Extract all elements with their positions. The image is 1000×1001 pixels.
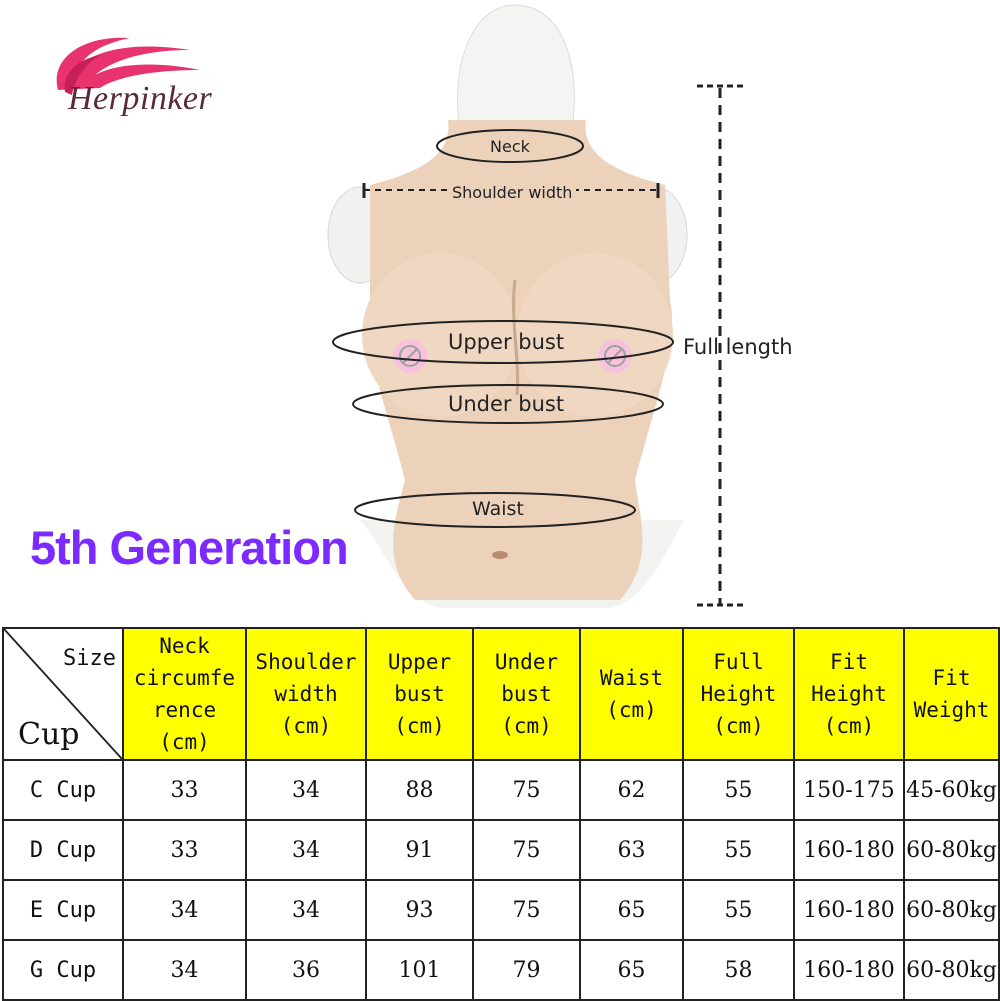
row-cup: G Cup xyxy=(2,939,124,1001)
table-cell: 160-180 xyxy=(793,939,905,1001)
size-label: Size xyxy=(63,646,116,671)
table-cell: 60-80kg xyxy=(903,939,1000,1001)
under-bust-label: Under bust xyxy=(448,392,565,416)
table-header-row: Size Cup Neck circumfe rence (cm) Should… xyxy=(2,627,1000,761)
table-row: G Cup 34 36 101 79 65 58 160-180 60-80kg xyxy=(2,939,1000,1001)
shoulder-width-label: Shoulder width xyxy=(448,183,577,202)
header-fit-weight: Fit Weight xyxy=(903,627,1000,761)
table-cell: 34 xyxy=(245,819,367,881)
table-cell: 55 xyxy=(682,759,795,821)
table-cell: 88 xyxy=(365,759,474,821)
table-cell: 91 xyxy=(365,819,474,881)
table-cell: 62 xyxy=(579,759,684,821)
table-cell: 101 xyxy=(365,939,474,1001)
table-cell: 150-175 xyxy=(793,759,905,821)
table-cell: 55 xyxy=(682,819,795,881)
table-cell: 65 xyxy=(579,939,684,1001)
row-cup: D Cup xyxy=(2,819,124,881)
cup-label: Cup xyxy=(18,717,80,752)
table-cell: 60-80kg xyxy=(903,879,1000,941)
table-cell: 34 xyxy=(122,879,247,941)
size-chart-table: Size Cup Neck circumfe rence (cm) Should… xyxy=(2,627,1000,1001)
table-cell: 75 xyxy=(472,759,581,821)
table-cell: 33 xyxy=(122,819,247,881)
brand-logo: Herpinker xyxy=(20,20,220,120)
header-under-bust: Under bust (cm) xyxy=(472,627,581,761)
table-cell: 63 xyxy=(579,819,684,881)
row-cup: E Cup xyxy=(2,879,124,941)
table-cell: 58 xyxy=(682,939,795,1001)
waist-label: Waist xyxy=(472,498,524,520)
product-torso-image xyxy=(327,4,688,608)
header-shoulder: Shoulder width (cm) xyxy=(245,627,367,761)
brand-name: Herpinker xyxy=(68,80,213,117)
diagonal-divider xyxy=(4,629,122,759)
table-cell: 34 xyxy=(245,879,367,941)
table-cell: 33 xyxy=(122,759,247,821)
table-cell: 65 xyxy=(579,879,684,941)
table-cell: 55 xyxy=(682,879,795,941)
table-cell: 34 xyxy=(245,759,367,821)
neck-label: Neck xyxy=(490,137,530,156)
full-length-label: Full length xyxy=(683,335,793,359)
header-fit-height: Fit Height (cm) xyxy=(793,627,905,761)
generation-badge: 5th Generation xyxy=(30,521,349,574)
table-cell: 93 xyxy=(365,879,474,941)
table-cell: 45-60kg xyxy=(903,759,1000,821)
table-cell: 160-180 xyxy=(793,819,905,881)
header-waist: Waist (cm) xyxy=(579,627,684,761)
table-cell: 79 xyxy=(472,939,581,1001)
table-cell: 75 xyxy=(472,819,581,881)
row-cup: C Cup xyxy=(2,759,124,821)
corner-header: Size Cup xyxy=(2,627,124,761)
table-row: E Cup 34 34 93 75 65 55 160-180 60-80kg xyxy=(2,879,1000,941)
hair-swoosh-icon xyxy=(56,37,200,95)
table-row: D Cup 33 34 91 75 63 55 160-180 60-80kg xyxy=(2,819,1000,881)
table-row: C Cup 33 34 88 75 62 55 150-175 45-60kg xyxy=(2,759,1000,821)
censor-icon xyxy=(393,339,427,373)
header-full-height: Full Height (cm) xyxy=(682,627,795,761)
table-cell: 34 xyxy=(122,939,247,1001)
table-cell: 75 xyxy=(472,879,581,941)
header-upper-bust: Upper bust (cm) xyxy=(365,627,474,761)
header-neck: Neck circumfe rence (cm) xyxy=(122,627,247,761)
upper-bust-label: Upper bust xyxy=(448,330,565,354)
table-cell: 60-80kg xyxy=(903,819,1000,881)
table-cell: 160-180 xyxy=(793,879,905,941)
table-cell: 36 xyxy=(245,939,367,1001)
